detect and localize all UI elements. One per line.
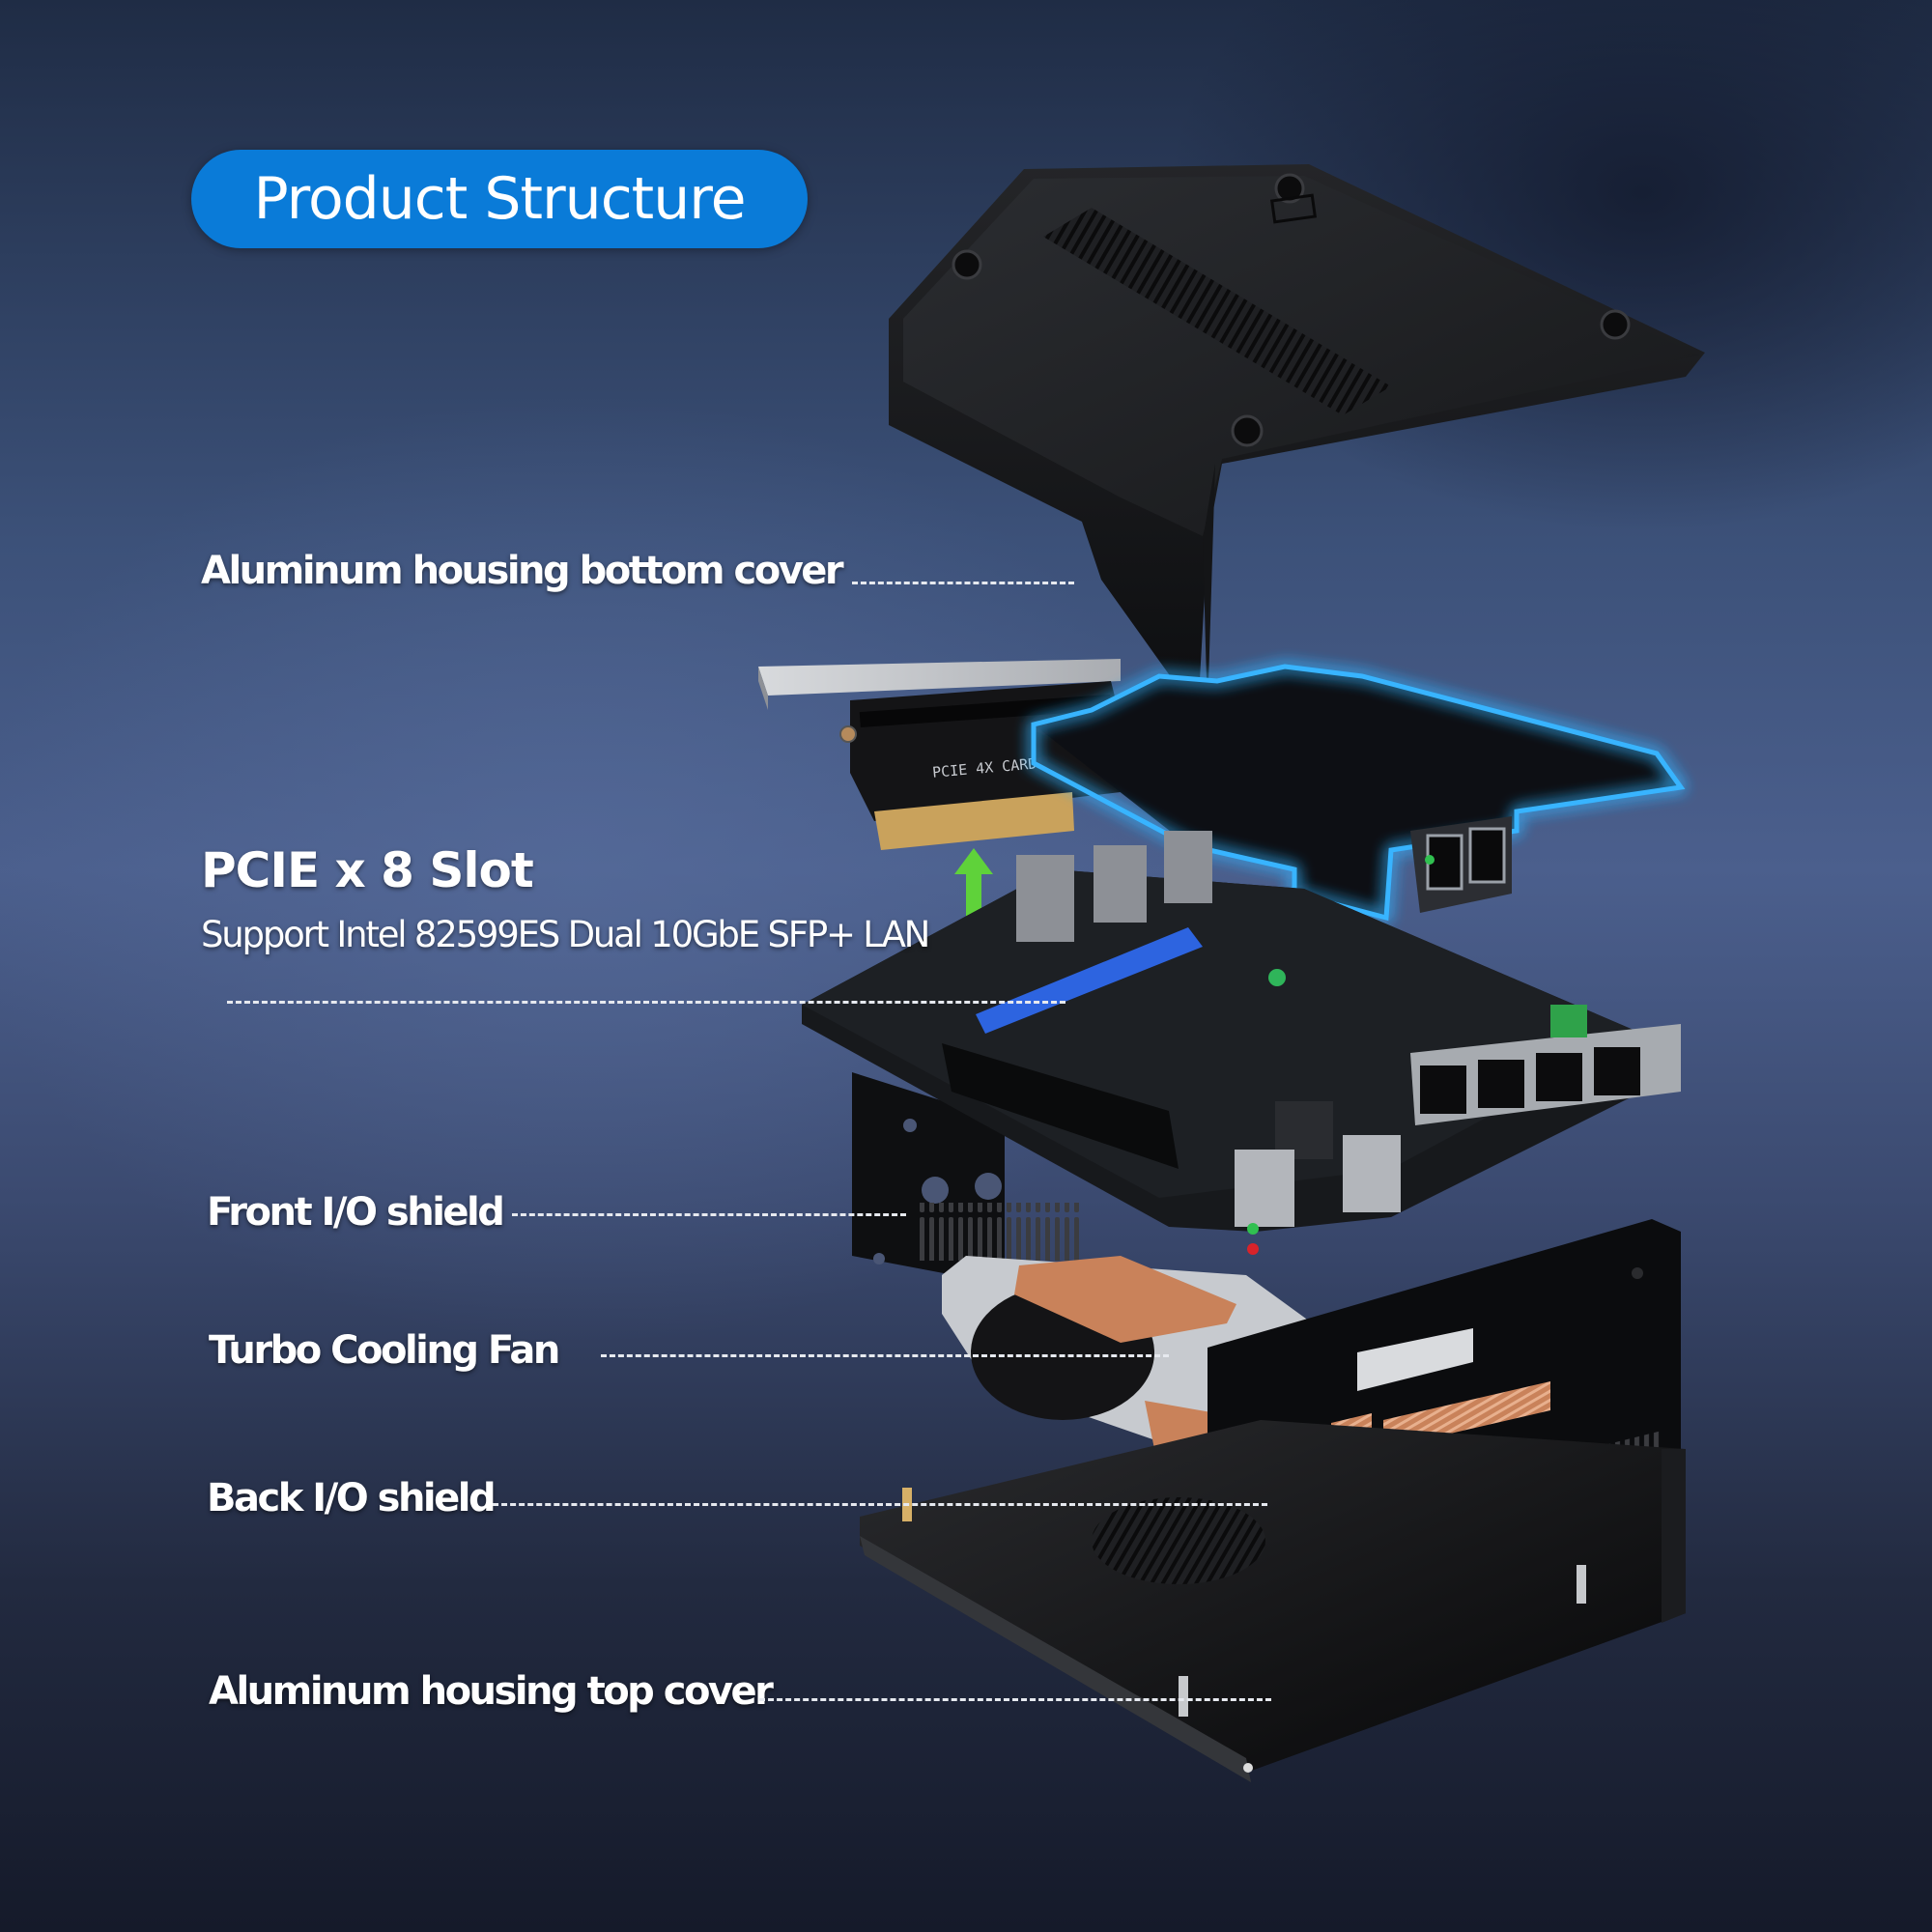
motherboard-part — [802, 831, 1681, 1255]
label-turbo-cooling-fan: Turbo Cooling Fan — [209, 1328, 560, 1373]
leader-line-bottom-cover — [852, 582, 1074, 584]
title-badge: Product Structure — [191, 150, 808, 248]
leader-line-top-cover — [759, 1698, 1271, 1701]
rubber-foot-icon — [952, 249, 982, 280]
top-cover-part — [860, 1420, 1686, 1782]
leader-line-front-io-shield — [512, 1213, 906, 1216]
label-front-io-shield: Front I/O shield — [207, 1190, 505, 1235]
front-io-shield-part — [852, 1072, 1080, 1285]
rubber-foot-icon — [1274, 173, 1305, 204]
pcie-x8-slot — [976, 927, 1203, 1034]
bottom-cover-part — [889, 164, 1705, 715]
leader-line-pcie-slot — [227, 1001, 1065, 1004]
pcie-riser-card: PCIE 4X CARD — [758, 659, 1121, 850]
rubber-foot-icon — [1600, 309, 1631, 340]
leader-line-turbo-cooling-fan — [601, 1354, 1169, 1357]
leader-line-back-io-shield — [493, 1503, 1267, 1506]
label-pcie-slot-subtitle: Support Intel 82599ES Dual 10GbE SFP+ LA… — [201, 914, 930, 955]
label-pcie-slot-title: PCIE x 8 Slot — [201, 842, 534, 898]
insert-arrow-icon — [954, 848, 993, 927]
label-back-io-shield: Back I/O shield — [207, 1476, 497, 1520]
label-bottom-cover: Aluminum housing bottom cover — [201, 549, 844, 593]
rubber-foot-icon — [1231, 414, 1264, 447]
label-top-cover: Aluminum housing top cover — [209, 1669, 774, 1714]
sfp-network-card — [1031, 664, 1686, 922]
page-title: Product Structure — [253, 165, 747, 233]
